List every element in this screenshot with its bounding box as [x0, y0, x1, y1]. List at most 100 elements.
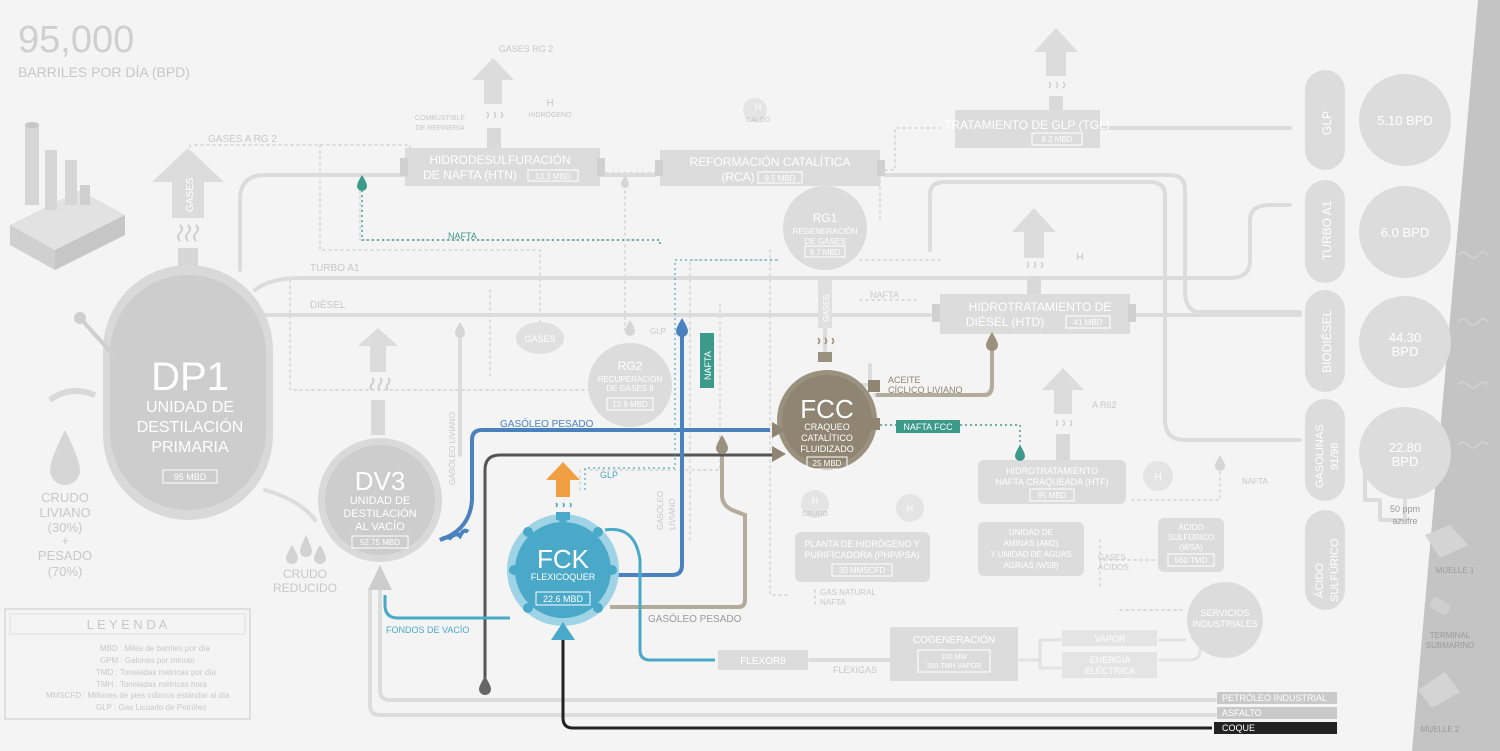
output-asfalto	[1217, 707, 1337, 719]
unit-rg1: RG1 REGENERACIÓN DE GASES 9.7 MBD GASES	[783, 186, 867, 328]
nafta-fcc-tag: NAFTA FCC	[896, 420, 960, 433]
php-line1: PLANTA DE HIDRÓGENO Y	[804, 539, 919, 549]
combustible-2: DE REFINERÍA	[415, 123, 464, 132]
fck-code: FCK	[537, 544, 590, 574]
label-gasoleo-3: LIVIANO	[668, 498, 677, 530]
php-line2: PURIFICADORA (PHP/PSA)	[804, 550, 919, 560]
dp1-capacity: 95 MBD	[174, 472, 207, 482]
dp1-code: DP1	[151, 355, 229, 399]
unit-php: H CRUDO H PLANTA DE HIDRÓGENO Y PURIFICA…	[795, 490, 930, 607]
sulfur-note-2: azufre	[1392, 516, 1417, 526]
gas-natural-1: GAS NATURAL	[820, 588, 876, 597]
wsa-line2: SULFÚRICO	[1168, 533, 1214, 542]
am2-line2: AMINAS (AM2)	[1004, 539, 1059, 548]
reducido-1: CRUDO	[283, 567, 327, 581]
rg1-code: RG1	[813, 211, 838, 225]
terminal-muelle2: MUELLE 2	[1421, 725, 1460, 734]
rg2-line2: DE GASES II	[606, 384, 654, 393]
vapor-label: VAPOR	[1095, 634, 1126, 644]
unit-servicios: SERVICIOS INDUSTRIALES	[1187, 582, 1263, 658]
legend-row-2: GPM : Galones por minuto	[100, 656, 195, 665]
htd-line1: HIDROTRATAMIENTO DE	[969, 300, 1112, 314]
crudo-h2: CRUDO	[802, 511, 828, 518]
legend-row-4: TMH : Toneladas métricas hora	[96, 680, 208, 689]
label-gases-rg2: GASES A RG 2	[208, 134, 277, 145]
dv3-code: DV3	[355, 466, 406, 496]
unit-am2: UNIDAD DE AMINAS (AM2) Y UNIDAD DE AGUAS…	[978, 522, 1129, 576]
combustible-1: COMBUSTIBLE	[415, 115, 466, 122]
dp1-line2: DESTILACIÓN	[137, 417, 244, 436]
dp1-line3: PRIMARIA	[151, 439, 229, 456]
ar62-label: A R62	[1092, 400, 1117, 410]
rg2-capacity: 13.9 MBD	[612, 400, 648, 409]
nafta-vertical-label: NAFTA	[703, 351, 713, 380]
label-aceite1: ACEITE	[888, 375, 921, 385]
cog-line1: COGENERACIÓN	[913, 633, 995, 646]
rca-line1: REFORMACIÓN CATALÍTICA	[690, 154, 851, 169]
htn-line1: HIDRODESULFURACIÓN	[429, 152, 570, 167]
wsa-line1: ÁCIDO	[1178, 523, 1203, 532]
label-fondos: FONDOS DE VACÍO	[386, 625, 469, 635]
label-gasoleo-pesado: GASÓLEO PESADO	[500, 417, 594, 430]
fcc-line3: FLUIDIZADO	[800, 444, 854, 454]
product-turbo-name: TURBO A1	[1320, 200, 1334, 260]
dp1-line1: UNIDAD DE	[146, 399, 234, 416]
htn-capacity: 13.3 MBD	[535, 172, 571, 181]
crudo-6: (70%)	[48, 564, 83, 579]
htf-line1: HIDROTRATAMIENTO	[1006, 466, 1098, 476]
sea-waves	[1457, 251, 1489, 449]
unit-cogeneracion: COGENERACIÓN 100 MW 350 TMH VAPOR VAPOR …	[890, 627, 1157, 681]
unit-fck: FCK FLEXICOQUER 22.6 MBD	[507, 462, 619, 640]
gases-acidos-2: ÁCIDOS	[1098, 563, 1129, 572]
product-glp-name: GLP	[1320, 111, 1334, 135]
rg1-capacity: 9.7 MBD	[809, 248, 840, 257]
unit-tgl: TRATAMIENTO DE GLP (TGL) 8.2 MBD	[944, 28, 1110, 148]
dv3-line1: UNIDAD DE	[350, 495, 411, 507]
dark-pipes	[483, 453, 1212, 730]
gases-arrow: GASES	[152, 148, 224, 268]
terminal-submarino-1: TERMINAL	[1430, 631, 1471, 640]
fck-line1: FLEXICOQUER	[531, 572, 596, 582]
h2-php-in: H	[812, 496, 819, 506]
rca-line2: (RCA)	[721, 170, 754, 184]
flexor-label: FLEXOR8	[740, 656, 786, 667]
htd-capacity: 41 MBD	[1074, 318, 1103, 327]
serv-line2: INDUSTRIALES	[1192, 619, 1258, 629]
gases-acidos-1: GASES	[1098, 553, 1126, 562]
wsa-line3: (WSA)	[1179, 543, 1203, 552]
product-acido-name: ÁCIDO	[1313, 563, 1326, 598]
capacity-unit: BARRILES POR DÍA (BPD)	[18, 64, 190, 80]
gases-rg2-top: GASES RG 2	[499, 44, 554, 54]
product-gasolinas-name2: 91/98	[1329, 442, 1341, 470]
product-gasolinas-unit: BPD	[1392, 454, 1419, 469]
label-gasoleo-liviano: GASÓLEO LIVIANO	[448, 412, 457, 485]
h2-htf: H	[1154, 472, 1161, 483]
drop-markers	[357, 175, 1225, 695]
wsa-capacity: 560 TMD	[1175, 556, 1208, 565]
legend: L E Y E N D A MBD : Miles de barriles po…	[4, 608, 251, 720]
unit-flexor: FLEXOR8 FLEXIGAS	[718, 650, 877, 675]
php-capacity: 30 MMSCFD	[839, 566, 885, 575]
serv-line1: SERVICIOS	[1201, 608, 1250, 618]
tgl-capacity: 8.2 MBD	[1041, 135, 1072, 144]
dv3-line2: DESTILACIÓN	[343, 507, 416, 520]
label-turbo: TURBO A1	[310, 263, 360, 274]
stream-labels: GASES A RG 2 TURBO A1 DIÉSEL NAFTA NAFTA…	[208, 134, 963, 635]
crude-feed: CRUDO LIVIANO (30%) + PESADO (70%)	[38, 388, 97, 579]
rg1-line2: DE GASES	[805, 237, 846, 246]
am2-line1: UNIDAD DE	[1009, 528, 1053, 537]
h2-htd: H	[1076, 252, 1083, 263]
unit-htd: H HIDROTRATAMIENTO DE DIÉSEL (HTD) 41 MB…	[932, 208, 1136, 334]
rg1-line1: REGENERACIÓN	[793, 227, 858, 236]
cog-cap2: 350 TMH VAPOR	[927, 663, 982, 670]
fck-capacity: 22.6 MBD	[543, 594, 584, 604]
fcc-capacity: 25 MBD	[813, 459, 842, 468]
glp-rg2: GLP	[650, 327, 666, 336]
h2-php-out: H	[907, 504, 914, 514]
gases-label: GASES	[185, 177, 196, 212]
am2-line3: Y UNIDAD DE AGUAS	[990, 550, 1071, 559]
product-gasolinas-value: 22.80	[1389, 440, 1422, 455]
products-column: GLP 5.10 BPD TURBO A1 6.0 BPD BIODIÉSEL …	[1305, 70, 1451, 610]
